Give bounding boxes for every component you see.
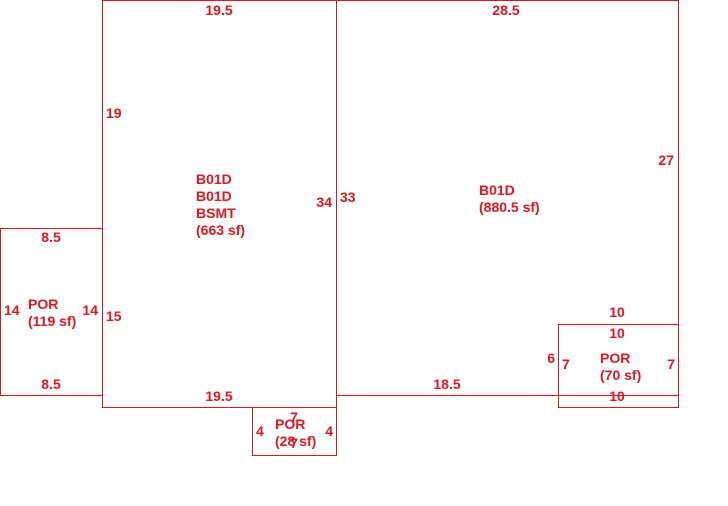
dim-porch-right-left: 7 xyxy=(562,356,570,372)
porch-bottom-outline xyxy=(252,407,337,456)
porch-left-size: (119 sf) xyxy=(28,313,76,329)
main-area-name: B01D xyxy=(479,182,515,198)
dim-porch-bottom-bottom: 7 xyxy=(290,435,298,451)
porch-bottom-name: POR xyxy=(275,416,305,432)
bsmt-area-line-3: BSMT xyxy=(196,205,236,221)
porch-left-name: POR xyxy=(28,296,58,312)
dim-porch-right-bottom: 10 xyxy=(609,388,625,404)
dim-porch-left-outer: 14 xyxy=(4,302,20,318)
dim-bsmt-bottom: 19.5 xyxy=(205,388,232,404)
porch-right-size: (70 sf) xyxy=(600,367,641,383)
bsmt-outline xyxy=(102,0,337,408)
dim-porch-left-inner: 14 xyxy=(82,302,98,318)
dim-main-left: 33 xyxy=(340,189,356,205)
main-outline xyxy=(336,0,679,396)
dim-porch-right-outer-left: 6 xyxy=(547,350,555,366)
porch-right-label: POR (70 sf) xyxy=(600,350,641,383)
porch-bottom-size: (28 sf) xyxy=(275,433,316,449)
dim-porch-right-top: 10 xyxy=(609,325,625,341)
dim-porch-left-top: 8.5 xyxy=(41,229,61,245)
bsmt-area-line-1: B01D xyxy=(196,171,232,187)
dim-main-top: 28.5 xyxy=(492,2,519,18)
dim-porch-left-bottom: 8.5 xyxy=(41,376,61,392)
main-area-label: B01D (880.5 sf) xyxy=(479,182,540,215)
porch-left-label: POR (119 sf) xyxy=(28,296,76,329)
bsmt-area-label: B01D B01D BSMT (663 sf) xyxy=(196,171,245,238)
dim-bsmt-left-lower: 15 xyxy=(106,308,122,324)
dim-main-bottom: 18.5 xyxy=(433,376,460,392)
dim-main-right-lower: 10 xyxy=(609,304,625,320)
dim-porch-bottom-left: 4 xyxy=(256,423,264,439)
main-area-size: (880.5 sf) xyxy=(479,199,540,215)
dim-bsmt-top: 19.5 xyxy=(205,2,232,18)
porch-right-outline xyxy=(558,324,679,408)
dim-main-right: 27 xyxy=(658,152,674,168)
dim-porch-bottom-top: 7 xyxy=(290,409,298,425)
bsmt-area-size: (663 sf) xyxy=(196,222,245,238)
porch-left-outline xyxy=(0,228,103,396)
porch-right-name: POR xyxy=(600,350,630,366)
dim-bsmt-left: 19 xyxy=(106,105,122,121)
dim-porch-right-right: 7 xyxy=(667,356,675,372)
dim-bsmt-right: 34 xyxy=(316,194,332,210)
dim-porch-bottom-right: 4 xyxy=(325,423,333,439)
bsmt-area-line-2: B01D xyxy=(196,188,232,204)
porch-bottom-label: POR (28 sf) xyxy=(275,416,316,449)
